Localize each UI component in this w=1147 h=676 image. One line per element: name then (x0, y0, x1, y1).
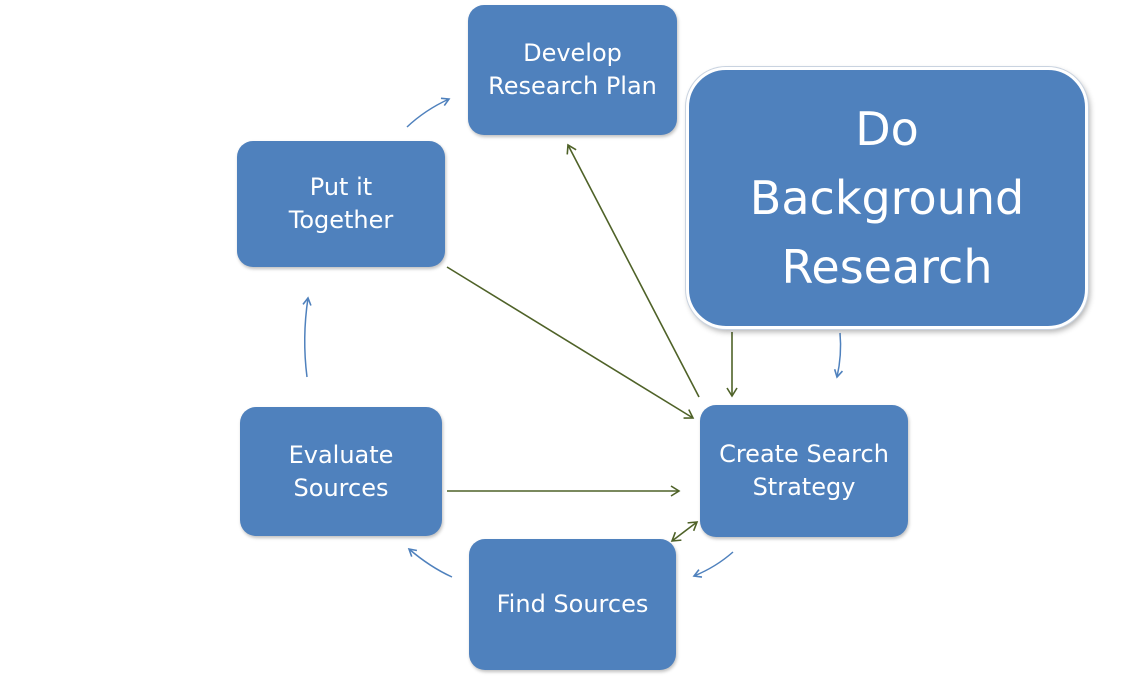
cycle-arrow-together-to-develop (406, 97, 451, 128)
cycle-arrow-create-to-find (692, 551, 734, 578)
node-find-sources: Find Sources (469, 539, 676, 670)
node-evaluate-sources: Evaluate Sources (240, 407, 442, 536)
node-label: Develop Research Plan (488, 39, 657, 100)
node-create-search-strategy: Create Search Strategy (700, 405, 908, 537)
cycle-arrow-background-to-create (833, 332, 844, 379)
node-label: Do Background Research (749, 101, 1025, 294)
node-put-it-together: Put it Together (237, 141, 445, 267)
node-develop-research-plan: Develop Research Plan (468, 5, 677, 135)
cycle-arrow-find-to-evaluate (407, 547, 453, 578)
node-label: Create Search Strategy (719, 440, 889, 501)
cycle-arrow-evaluate-to-together (302, 296, 312, 378)
node-label: Find Sources (496, 590, 649, 618)
node-label: Put it Together (288, 173, 394, 234)
node-label: Evaluate Sources (288, 440, 394, 502)
node-do-background-research: Do Background Research (686, 67, 1088, 329)
link-arrow-create-to-develop (566, 143, 700, 398)
link-arrow-together-to-create (446, 266, 695, 419)
link-arrow-find-create-bidirectional (670, 521, 699, 542)
